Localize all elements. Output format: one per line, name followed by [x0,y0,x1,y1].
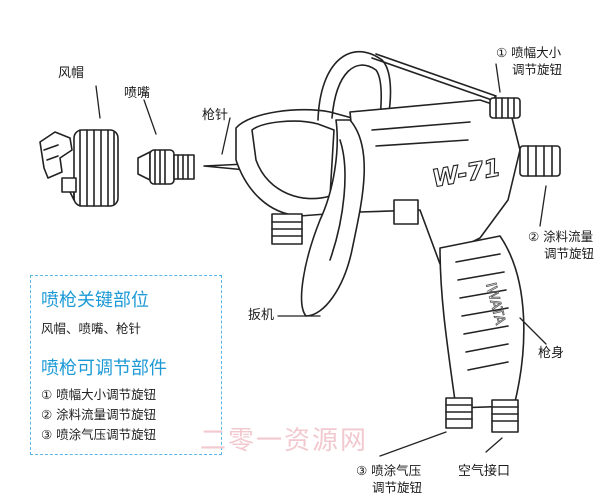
panel-item-1: ① 喷幅大小调节旋钮 [41,387,157,402]
legend-panel: 喷枪关键部位 风帽、喷嘴、枪针 喷枪可调节部件 ① 喷幅大小调节旋钮 ② 涂料流… [30,275,222,455]
panel-title-key-parts: 喷枪关键部位 [41,290,149,311]
panel-item-3: ③ 喷涂气压调节旋钮 [41,427,157,442]
watermark-text: 二零一资源网 [200,426,369,456]
label-needle: 枪针 [202,108,229,123]
label-body: 枪身 [538,346,565,361]
label-knob-1-line2: 调节旋钮 [512,62,563,77]
label-knob-1-line1: ① 喷幅大小 [496,45,562,60]
nozzle-part [137,149,195,185]
knob-1 [489,97,521,119]
gun-grip [439,235,525,433]
label-knob-2: ② 涂料流量 调节旋钮 [528,228,594,262]
panel-title-adjustable: 喷枪可调节部件 [41,358,167,379]
label-knob-2-line1: ② 涂料流量 [528,229,594,244]
label-knob-3: ③ 喷涂气压 调节旋钮 [356,462,422,496]
knob-2 [519,145,561,177]
panel-item-2: ② 涂料流量调节旋钮 [41,407,157,422]
panel-key-parts-list: 风帽、喷嘴、枪针 [41,321,142,336]
label-knob-2-line2: 调节旋钮 [544,246,595,261]
label-air-cap: 风帽 [58,66,85,81]
label-trigger: 扳机 [248,308,275,323]
label-knob-3-line2: 调节旋钮 [372,480,423,495]
label-knob-1: ① 喷幅大小 调节旋钮 [496,44,562,78]
label-nozzle: 喷嘴 [124,86,151,101]
label-air-inlet: 空气接口 [458,464,511,479]
leader-lines [95,63,547,457]
air-cap-part [39,129,119,207]
label-knob-3-line1: ③ 喷涂气压 [356,463,422,478]
